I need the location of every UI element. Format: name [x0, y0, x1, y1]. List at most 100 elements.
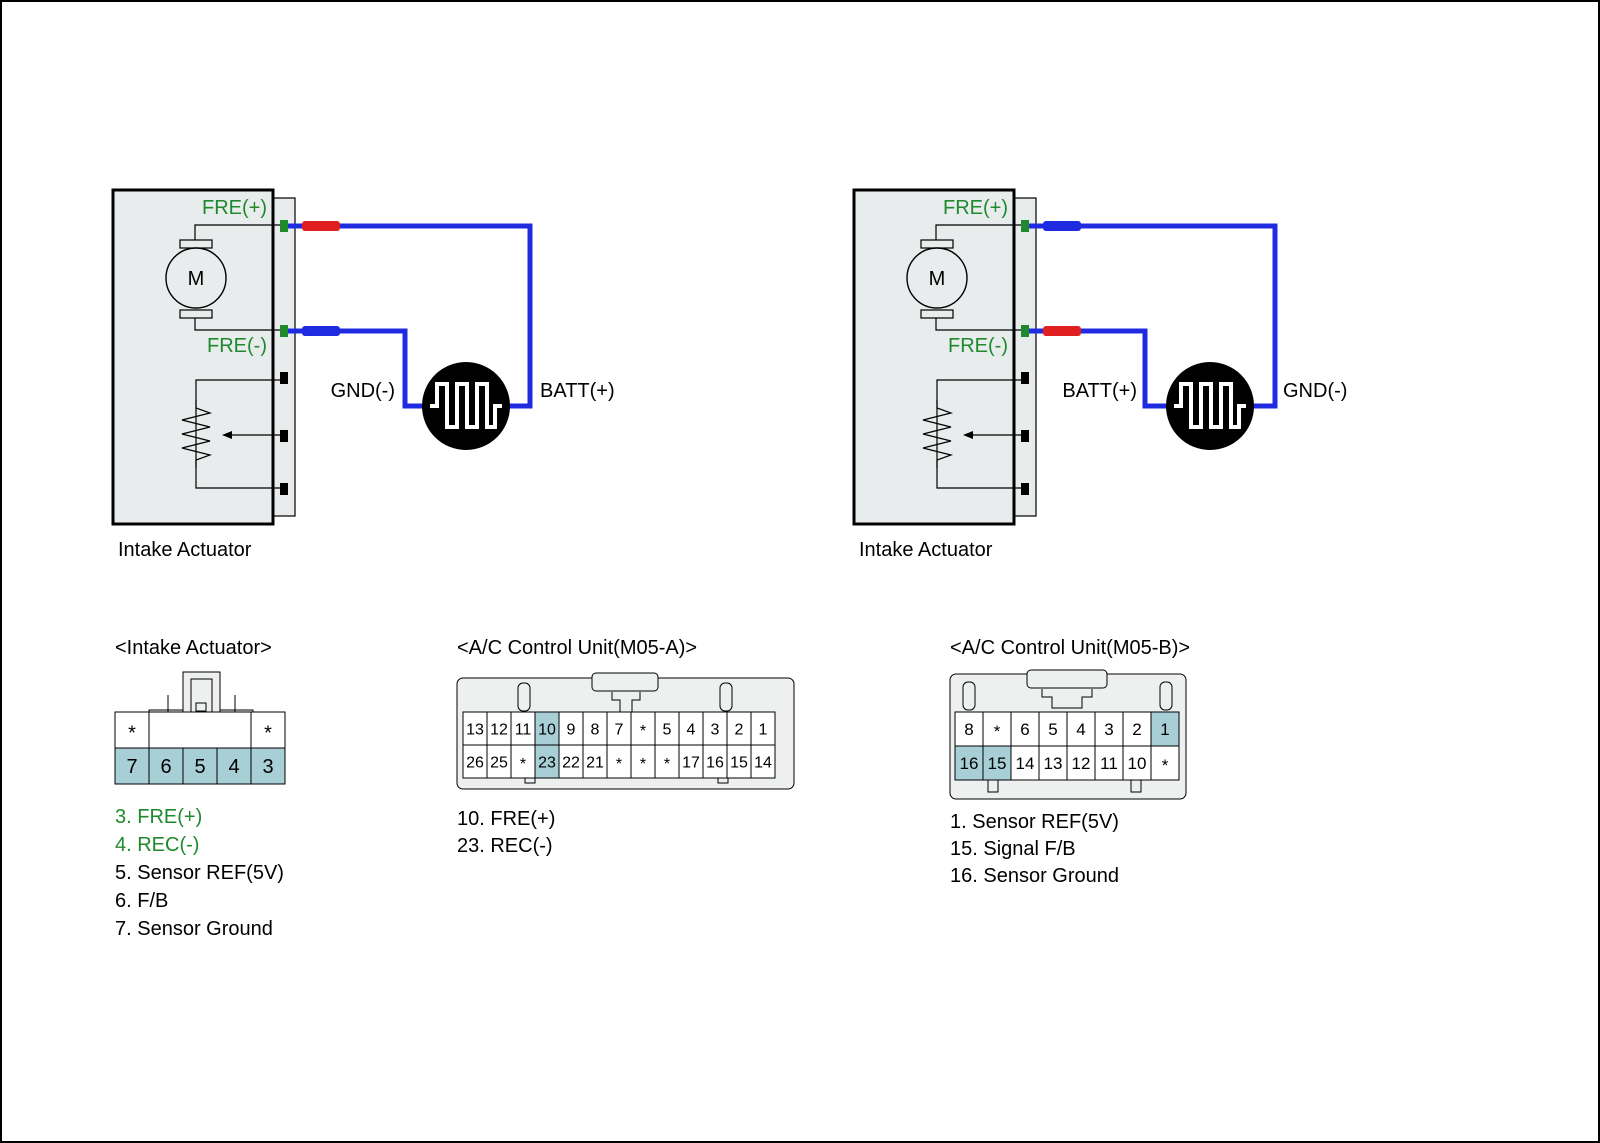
pin-1-label: 1 [1160, 720, 1169, 739]
motor-symbol [165, 247, 227, 309]
legend-item: 1. Sensor REF(5V) [950, 811, 1119, 833]
pin-12-cell [1066, 745, 1096, 781]
pin-2-label: 2 [735, 721, 744, 738]
pin-16-cell [954, 745, 984, 781]
pin-8-label: 8 [591, 721, 600, 738]
pin-unused-cell [606, 744, 632, 779]
pin-sensor-3 [280, 483, 288, 495]
pin-7-cell [114, 747, 150, 785]
pin-7-cell [606, 711, 632, 746]
pin-2-cell [726, 711, 752, 746]
pin-5-label: 5 [663, 721, 672, 738]
fre-plus-label: FRE(+) [943, 197, 1008, 219]
pin-6-label: 6 [160, 756, 171, 778]
pin-3-label: 3 [711, 721, 720, 738]
motor-label: M [188, 268, 205, 290]
pin-10-cell [534, 711, 560, 746]
pin-unused-cell [250, 711, 286, 749]
pin-unused-label: * [994, 722, 1001, 741]
potentiometer-frame [936, 379, 1026, 489]
pin-sensor-2 [1021, 430, 1029, 442]
legend-item: 5. Sensor REF(5V) [115, 862, 284, 884]
potentiometer-arrow-head [222, 431, 232, 439]
pin-unused-label: * [616, 756, 622, 773]
pin-unused-label: * [640, 723, 646, 740]
pin-unused-cell [1150, 745, 1180, 781]
fre-minus-label: FRE(-) [207, 335, 267, 357]
pin-unused-cell [630, 744, 656, 779]
wire-bottom [1029, 328, 1175, 409]
pin-15-label: 15 [730, 754, 748, 771]
pin-8-cell [582, 711, 608, 746]
pin-7-label: 7 [615, 721, 624, 738]
pin-16-cell [702, 744, 728, 779]
motor-brush-bottom [179, 309, 213, 319]
pin-21-label: 21 [586, 754, 604, 771]
connector-latch-key [195, 702, 207, 712]
pin-21-cell [582, 744, 608, 779]
pin-12-label: 12 [1072, 754, 1091, 773]
legend-item: 7. Sensor Ground [115, 918, 273, 940]
wire-bottom [288, 328, 435, 409]
pin-sensor-2 [280, 430, 288, 442]
right-terminal-label: BATT(+) [540, 380, 615, 402]
pin-13-cell [462, 711, 488, 746]
actuator-caption: Intake Actuator [859, 539, 993, 561]
pin-17-cell [678, 744, 704, 779]
pin-4-label: 4 [1076, 720, 1085, 739]
pin-16-label: 16 [960, 754, 979, 773]
pin-5-cell [1038, 711, 1068, 747]
pin-5-cell [654, 711, 680, 746]
pin-sensor-1 [1021, 372, 1029, 384]
fre-plus-label: FRE(+) [202, 197, 267, 219]
pin-sensor-1 [280, 372, 288, 384]
right-terminal-label: GND(-) [1283, 380, 1347, 402]
pin-15-cell [982, 745, 1012, 781]
pin-unused-label: * [128, 723, 136, 745]
pin-13-label: 13 [466, 721, 484, 738]
motor-internal-wire [194, 224, 285, 243]
potentiometer-arrow-head [963, 431, 973, 439]
pin-3-label: 3 [1104, 720, 1113, 739]
wire-top-marker [1043, 221, 1081, 231]
legend-item: 3. FRE(+) [115, 806, 202, 828]
connector-tab [987, 779, 999, 793]
connector-latch-key [1041, 689, 1093, 709]
pin-1-label: 1 [759, 721, 768, 738]
pin-4-label: 4 [687, 721, 696, 738]
pin-13-label: 13 [1044, 754, 1063, 773]
pin-9-label: 9 [567, 721, 576, 738]
connector-tab [1130, 779, 1142, 793]
pin-25-cell [486, 744, 512, 779]
wire-top-marker [302, 221, 340, 231]
pin-fre-plus [280, 220, 288, 232]
pin-unused-label: * [520, 756, 526, 773]
wire-bottom-marker [1043, 326, 1081, 336]
connector-title: <A/C Control Unit(M05-A)> [457, 637, 697, 659]
pin-unused-cell [510, 744, 536, 779]
potentiometer-frame [195, 379, 285, 489]
right-circuit: M FRE(+) FRE(-) BATT(+) GND(-) Intake Ac… [852, 188, 1347, 561]
pin-fre-minus [280, 325, 288, 337]
legend-item: 4. REC(-) [115, 834, 199, 856]
wire-bottom-marker [302, 326, 340, 336]
left-terminal-label: BATT(+) [1062, 380, 1137, 402]
legend-item: 6. F/B [115, 890, 168, 912]
pin-23-label: 23 [538, 754, 556, 771]
pin-12-label: 12 [490, 721, 508, 738]
pin-26-cell [462, 744, 488, 779]
actuator-caption: Intake Actuator [118, 539, 252, 561]
fre-minus-label: FRE(-) [948, 335, 1008, 357]
pin-14-cell [750, 744, 776, 779]
pin-blank-cell [148, 711, 252, 749]
left-circuit: M FRE(+) FRE(-) GND(-) BATT(+) Intake Ac… [111, 188, 615, 561]
pin-16-label: 16 [706, 754, 724, 771]
pin-2-cell [1122, 711, 1152, 747]
connector-title: <Intake Actuator> [115, 637, 272, 659]
motor-brush-top [179, 239, 213, 249]
pin-10-label: 10 [1128, 754, 1147, 773]
pin-14-label: 14 [754, 754, 772, 771]
motor-label: M [929, 268, 946, 290]
wire-top [288, 223, 533, 409]
